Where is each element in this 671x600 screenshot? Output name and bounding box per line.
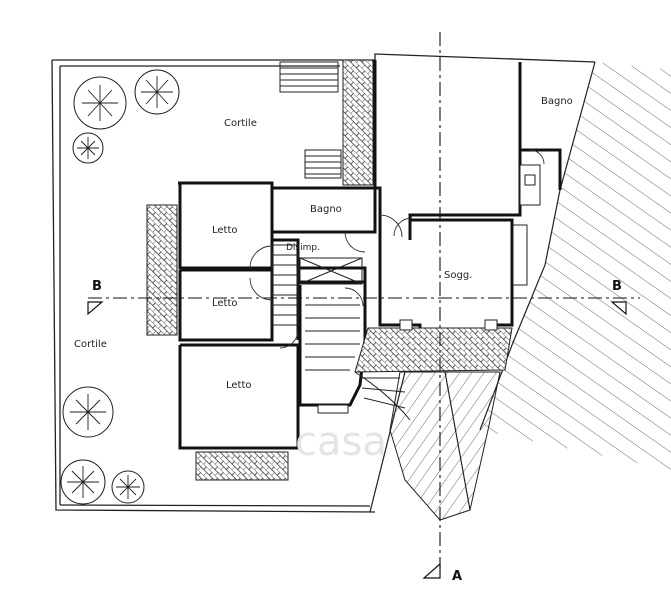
section-label-b-right: B [612, 279, 622, 294]
section-marker-b-left [87, 301, 104, 316]
tree-icon [62, 386, 114, 438]
label-letto-1: Letto [212, 225, 238, 236]
watermark-text: casa [295, 419, 387, 465]
fixtures [317, 164, 541, 414]
section-lines [88, 32, 640, 575]
label-cortile-top: Cortile [224, 118, 257, 129]
site-boundary [51, 53, 596, 513]
tree-icon [134, 69, 180, 115]
label-cortile-left: Cortile [74, 339, 107, 350]
label-disimp: Disimp. [286, 243, 320, 253]
door-swings [249, 149, 545, 349]
section-marker-a-bottom [422, 562, 441, 579]
section-marker-b-right [610, 301, 627, 316]
ramp-hatched [369, 371, 501, 521]
tree-icon [111, 470, 145, 504]
label-sogg: Sogg. [444, 270, 472, 281]
brick-walls [146, 59, 513, 481]
tree-icon [60, 459, 106, 505]
trees [60, 69, 180, 505]
section-markers [87, 301, 627, 579]
section-label-a-bottom: A [452, 569, 462, 584]
label-bagno-center: Bagno [310, 204, 342, 215]
right-hatched-ground [479, 61, 671, 470]
stairs [271, 61, 411, 421]
section-label-b-left: B [92, 279, 102, 294]
label-bagno-right: Bagno [541, 96, 573, 107]
tree-icon [72, 132, 104, 164]
tree-icon [73, 76, 127, 130]
label-letto-3: Letto [226, 380, 252, 391]
label-letto-2: Letto [212, 298, 238, 309]
